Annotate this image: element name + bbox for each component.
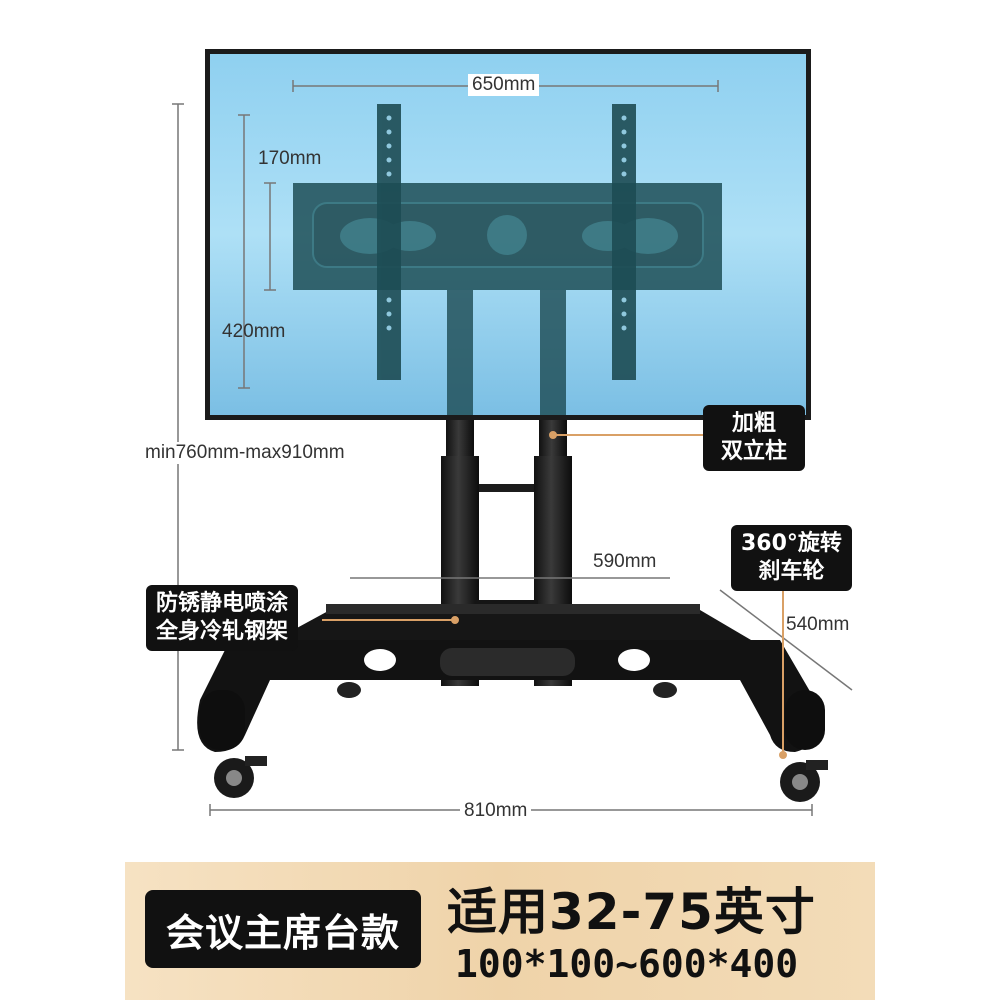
- frame-callout: 防锈静电喷涂 全身冷轧钢架: [146, 585, 299, 651]
- caster-wheels: [214, 682, 828, 802]
- model-tag: 会议主席台款: [145, 890, 421, 968]
- screen-size-title: 适用32-75英寸: [447, 883, 816, 941]
- mount-height-min-label: 170mm: [258, 148, 322, 169]
- callout-line: 双立柱: [721, 439, 788, 464]
- base-depth-label: 540mm: [786, 614, 850, 635]
- callout-line: 360°旋转: [741, 531, 842, 556]
- dual-columns-callout: 加粗 双立柱: [703, 405, 806, 471]
- overall-height-label: min760mm-max910mm: [141, 442, 349, 464]
- callout-line: 全身冷轧钢架: [156, 619, 289, 644]
- callout-line: 刹车轮: [758, 559, 825, 584]
- shelf-width-label: 590mm: [593, 551, 657, 572]
- product-illustration: [172, 49, 853, 816]
- vesa-range: 100*100~600*400: [455, 942, 799, 986]
- mount-plate: [293, 183, 722, 290]
- base-frame: [197, 640, 825, 752]
- callout-line: 防锈静电喷涂: [156, 591, 289, 616]
- spec-banner: 会议主席台款 适用32-75英寸 100*100~600*400: [125, 862, 875, 1000]
- mount-width-label: 650mm: [468, 74, 540, 96]
- callout-leaders: [322, 431, 787, 759]
- base-width-label: 810mm: [460, 800, 532, 822]
- callout-line: 加粗: [732, 411, 777, 436]
- caster-callout: 360°旋转 刹车轮: [731, 525, 852, 591]
- mount-height-max-label: 420mm: [222, 321, 286, 342]
- vesa-brackets: [377, 104, 636, 380]
- upper-columns: [447, 290, 566, 415]
